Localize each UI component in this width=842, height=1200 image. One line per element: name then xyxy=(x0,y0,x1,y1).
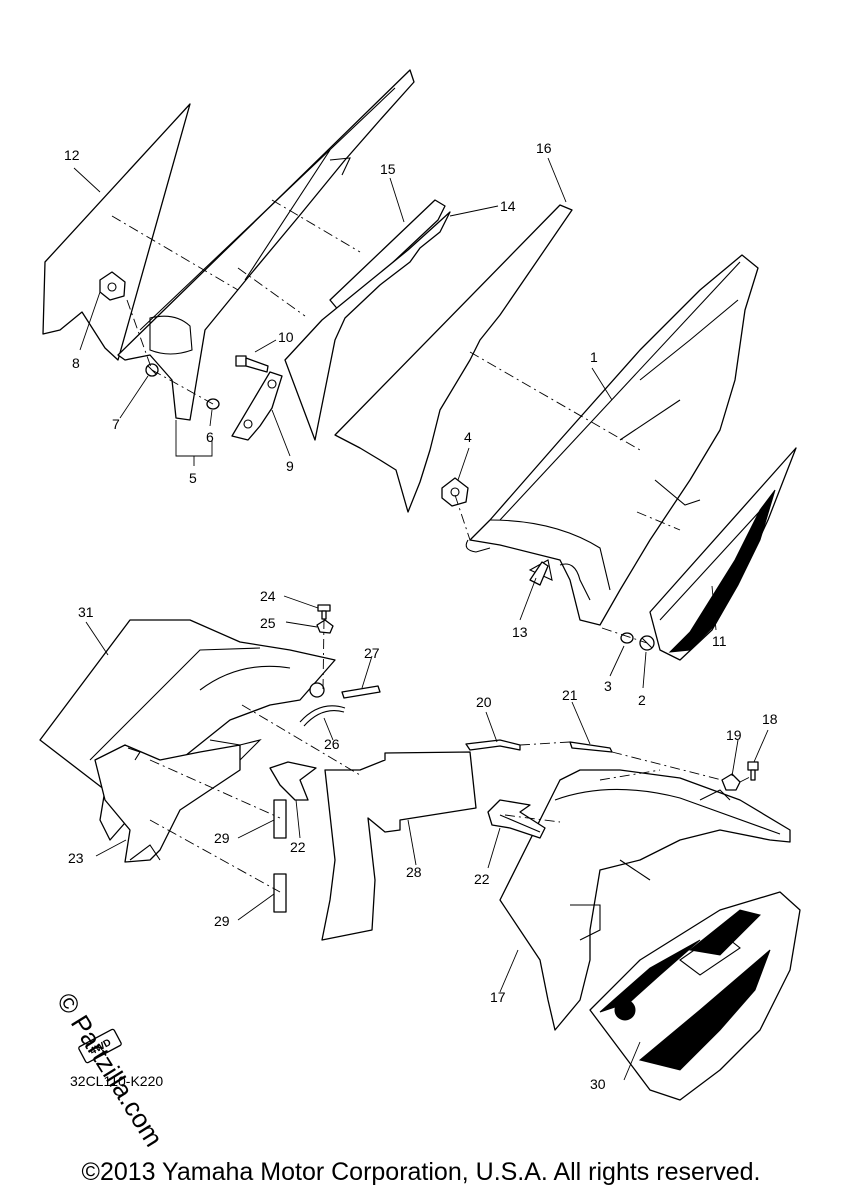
four-wd-badge: 4WD xyxy=(78,1028,122,1064)
callout-19: 19 xyxy=(726,727,742,743)
part-14-plate xyxy=(284,211,451,441)
callout-22-right: 22 xyxy=(474,871,490,887)
callout-25: 25 xyxy=(260,615,276,631)
part-15-strip xyxy=(329,199,446,313)
callout-labels: 1 2 3 4 5 6 7 8 9 10 11 12 13 14 15 16 1… xyxy=(64,140,778,1092)
part-27-strip xyxy=(341,685,381,699)
callout-27: 27 xyxy=(364,645,380,661)
callout-3: 3 xyxy=(604,678,612,694)
callout-20: 20 xyxy=(476,694,492,710)
leader-lines xyxy=(73,157,769,1081)
part-4-clip xyxy=(441,477,469,507)
part-22-left xyxy=(269,761,317,801)
part-29-pad-upper xyxy=(273,799,287,839)
callout-8: 8 xyxy=(72,355,80,371)
part-25-nut xyxy=(316,619,334,634)
callout-11: 11 xyxy=(712,633,727,649)
part-22-right xyxy=(487,799,546,839)
callout-28: 28 xyxy=(406,864,422,880)
part-26-strip xyxy=(299,705,346,727)
callout-6: 6 xyxy=(206,429,214,445)
part-31-shroud xyxy=(39,619,336,841)
part-9-bracket xyxy=(231,371,283,441)
callout-29-upper: 29 xyxy=(214,830,230,846)
callout-21: 21 xyxy=(562,687,578,703)
callout-9: 9 xyxy=(286,458,294,474)
callout-24: 24 xyxy=(260,588,276,604)
callout-17: 17 xyxy=(490,989,506,1005)
callout-14: 14 xyxy=(500,198,516,214)
upper-frame-cover xyxy=(117,69,415,421)
callout-30: 30 xyxy=(590,1076,606,1092)
callout-23: 23 xyxy=(68,850,84,866)
callout-15: 15 xyxy=(380,161,396,177)
part-29-pad-lower xyxy=(273,873,287,913)
callout-12: 12 xyxy=(64,147,80,163)
callout-13: 13 xyxy=(512,624,528,640)
callout-4: 4 xyxy=(464,429,472,445)
callout-10: 10 xyxy=(278,329,294,345)
part-13-tab xyxy=(529,561,549,586)
part-23-panel xyxy=(94,744,241,863)
part-10-bolt xyxy=(235,355,269,373)
shroud-grommet xyxy=(309,682,325,698)
part-12-rail xyxy=(42,103,191,361)
callout-1: 1 xyxy=(590,349,598,365)
callout-5: 5 xyxy=(189,470,197,486)
part-20-strip xyxy=(465,739,521,751)
part-19-nut xyxy=(721,773,741,791)
callout-18: 18 xyxy=(762,711,778,727)
callout-22-left: 22 xyxy=(290,839,306,855)
callout-7: 7 xyxy=(112,416,120,432)
callout-26: 26 xyxy=(324,736,340,752)
callout-29-lower: 29 xyxy=(214,913,230,929)
callout-16: 16 xyxy=(536,140,552,156)
part-21-strip xyxy=(569,741,613,753)
part-28-sheet xyxy=(321,751,477,941)
part-18-screw xyxy=(747,761,759,781)
part-17-shroud xyxy=(499,769,791,1031)
part-24-screw xyxy=(317,604,331,620)
part-1-side-cover xyxy=(465,254,759,626)
watermark: © Partzilla.com xyxy=(51,987,169,1151)
copyright-footer: ©2013 Yamaha Motor Corporation, U.S.A. A… xyxy=(81,1158,761,1186)
center-lines xyxy=(111,199,753,893)
part-30-decal xyxy=(589,891,801,1101)
callout-2: 2 xyxy=(638,692,646,708)
part-16-plate xyxy=(334,204,573,513)
callout-31: 31 xyxy=(78,604,94,620)
drawing-code: 32CL110-K220 xyxy=(70,1073,163,1089)
